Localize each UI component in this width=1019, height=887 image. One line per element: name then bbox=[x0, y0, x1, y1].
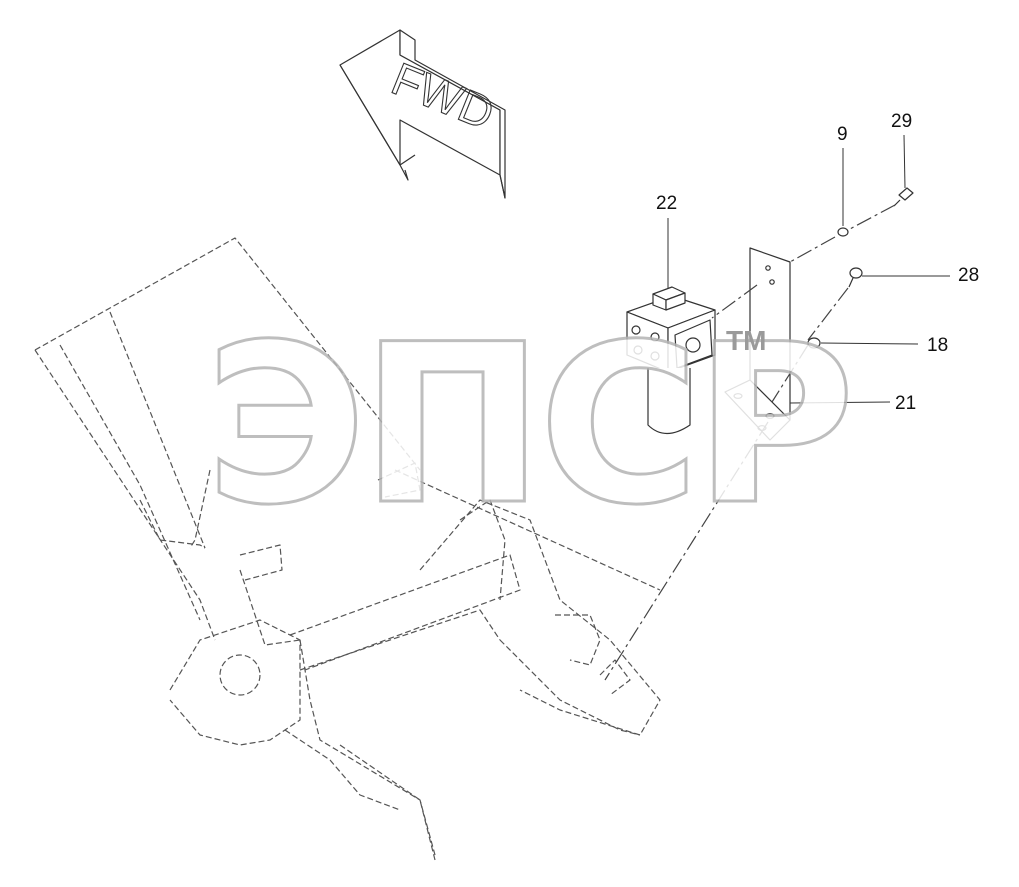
callout-29: 29 bbox=[891, 111, 913, 132]
leader-lines bbox=[667, 134, 950, 404]
frame-outline bbox=[34, 237, 661, 861]
callout-28: 28 bbox=[958, 265, 980, 286]
callout-9: 9 bbox=[837, 124, 848, 145]
nut-part-18 bbox=[807, 337, 821, 349]
callout-18: 18 bbox=[927, 335, 949, 356]
callout-21: 21 bbox=[895, 393, 917, 414]
bolt-part-28 bbox=[848, 267, 863, 288]
washer-part-9 bbox=[837, 227, 849, 237]
hydraulic-filter bbox=[626, 286, 716, 435]
callout-22: 22 bbox=[656, 193, 678, 214]
watermark-trademark: TM bbox=[726, 325, 767, 356]
fwd-arrow-icon bbox=[339, 29, 506, 199]
mounting-bracket bbox=[724, 247, 791, 441]
bolt-part-29 bbox=[893, 187, 914, 207]
assembly-lines bbox=[604, 204, 896, 681]
